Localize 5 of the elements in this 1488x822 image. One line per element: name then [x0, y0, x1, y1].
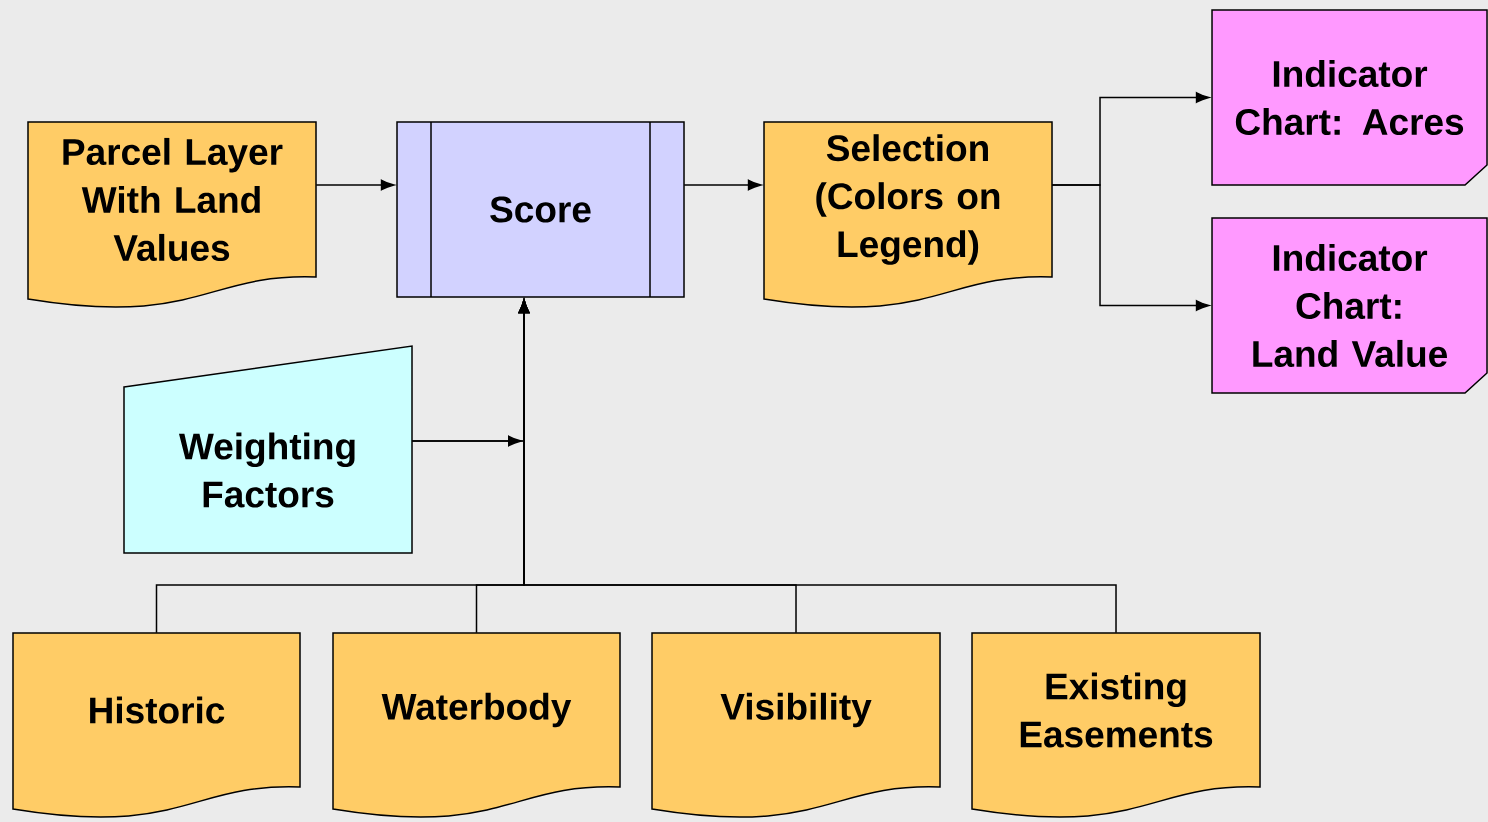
arrow [683, 179, 762, 191]
arrow [1051, 184, 1210, 311]
arrow [315, 179, 395, 191]
process-box: Score [396, 121, 685, 298]
arrow [518, 299, 1117, 634]
